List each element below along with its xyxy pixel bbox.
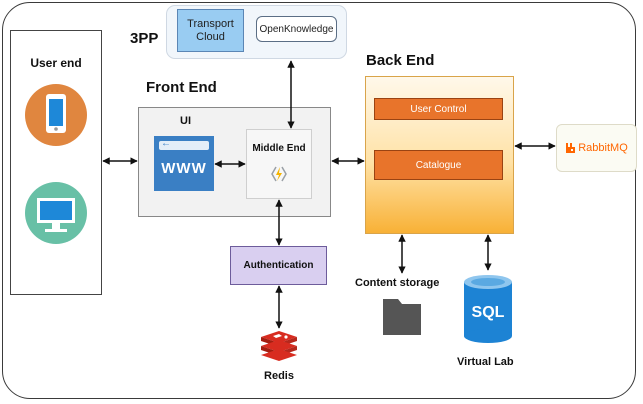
virtual-lab-label: Virtual Lab bbox=[457, 356, 514, 368]
redis-label: Redis bbox=[264, 370, 294, 382]
open-knowledge-box: OpenKnowledge bbox=[256, 16, 337, 42]
user-end-panel bbox=[10, 30, 102, 295]
desktop-monitor-icon bbox=[25, 182, 87, 244]
www-text: WWW bbox=[161, 160, 207, 177]
back-end-title: Back End bbox=[366, 52, 435, 69]
user-control-box: User Control bbox=[374, 98, 503, 120]
front-end-title: Front End bbox=[146, 79, 217, 96]
sql-text: SQL bbox=[471, 304, 505, 321]
diagram-frame bbox=[2, 2, 636, 399]
rabbitmq-logo-icon bbox=[566, 143, 576, 153]
mobile-phone-icon bbox=[25, 84, 87, 146]
user-end-title: User end bbox=[30, 56, 82, 70]
transport-cloud-label: Transport Cloud bbox=[187, 17, 234, 43]
browser-address-bar: ← bbox=[159, 138, 209, 150]
rabbitmq-label: RabbitMQ bbox=[578, 142, 628, 154]
www-browser-icon: ← WWW bbox=[154, 136, 214, 191]
third-party-title: 3PP bbox=[130, 30, 159, 47]
middle-end-label: Middle End bbox=[252, 143, 306, 154]
catalogue-label: Catalogue bbox=[415, 159, 462, 171]
authentication-label: Authentication bbox=[243, 260, 314, 271]
transport-cloud-box: Transport Cloud bbox=[177, 9, 244, 52]
ui-label: UI bbox=[180, 115, 191, 127]
rabbitmq-box: RabbitMQ bbox=[556, 124, 637, 172]
content-storage-label: Content storage bbox=[355, 277, 440, 289]
folder-icon bbox=[381, 295, 423, 342]
sql-database-icon: SQL bbox=[462, 273, 514, 350]
lightning-bolt-icon bbox=[270, 165, 288, 188]
user-control-label: User Control bbox=[410, 103, 467, 115]
open-knowledge-label: OpenKnowledge bbox=[259, 23, 334, 35]
catalogue-box: Catalogue bbox=[374, 150, 503, 180]
redis-logo-icon bbox=[259, 329, 299, 368]
arrow-left-icon: ← bbox=[161, 138, 171, 149]
authentication-box: Authentication bbox=[230, 246, 327, 285]
middle-end-box bbox=[246, 129, 312, 199]
